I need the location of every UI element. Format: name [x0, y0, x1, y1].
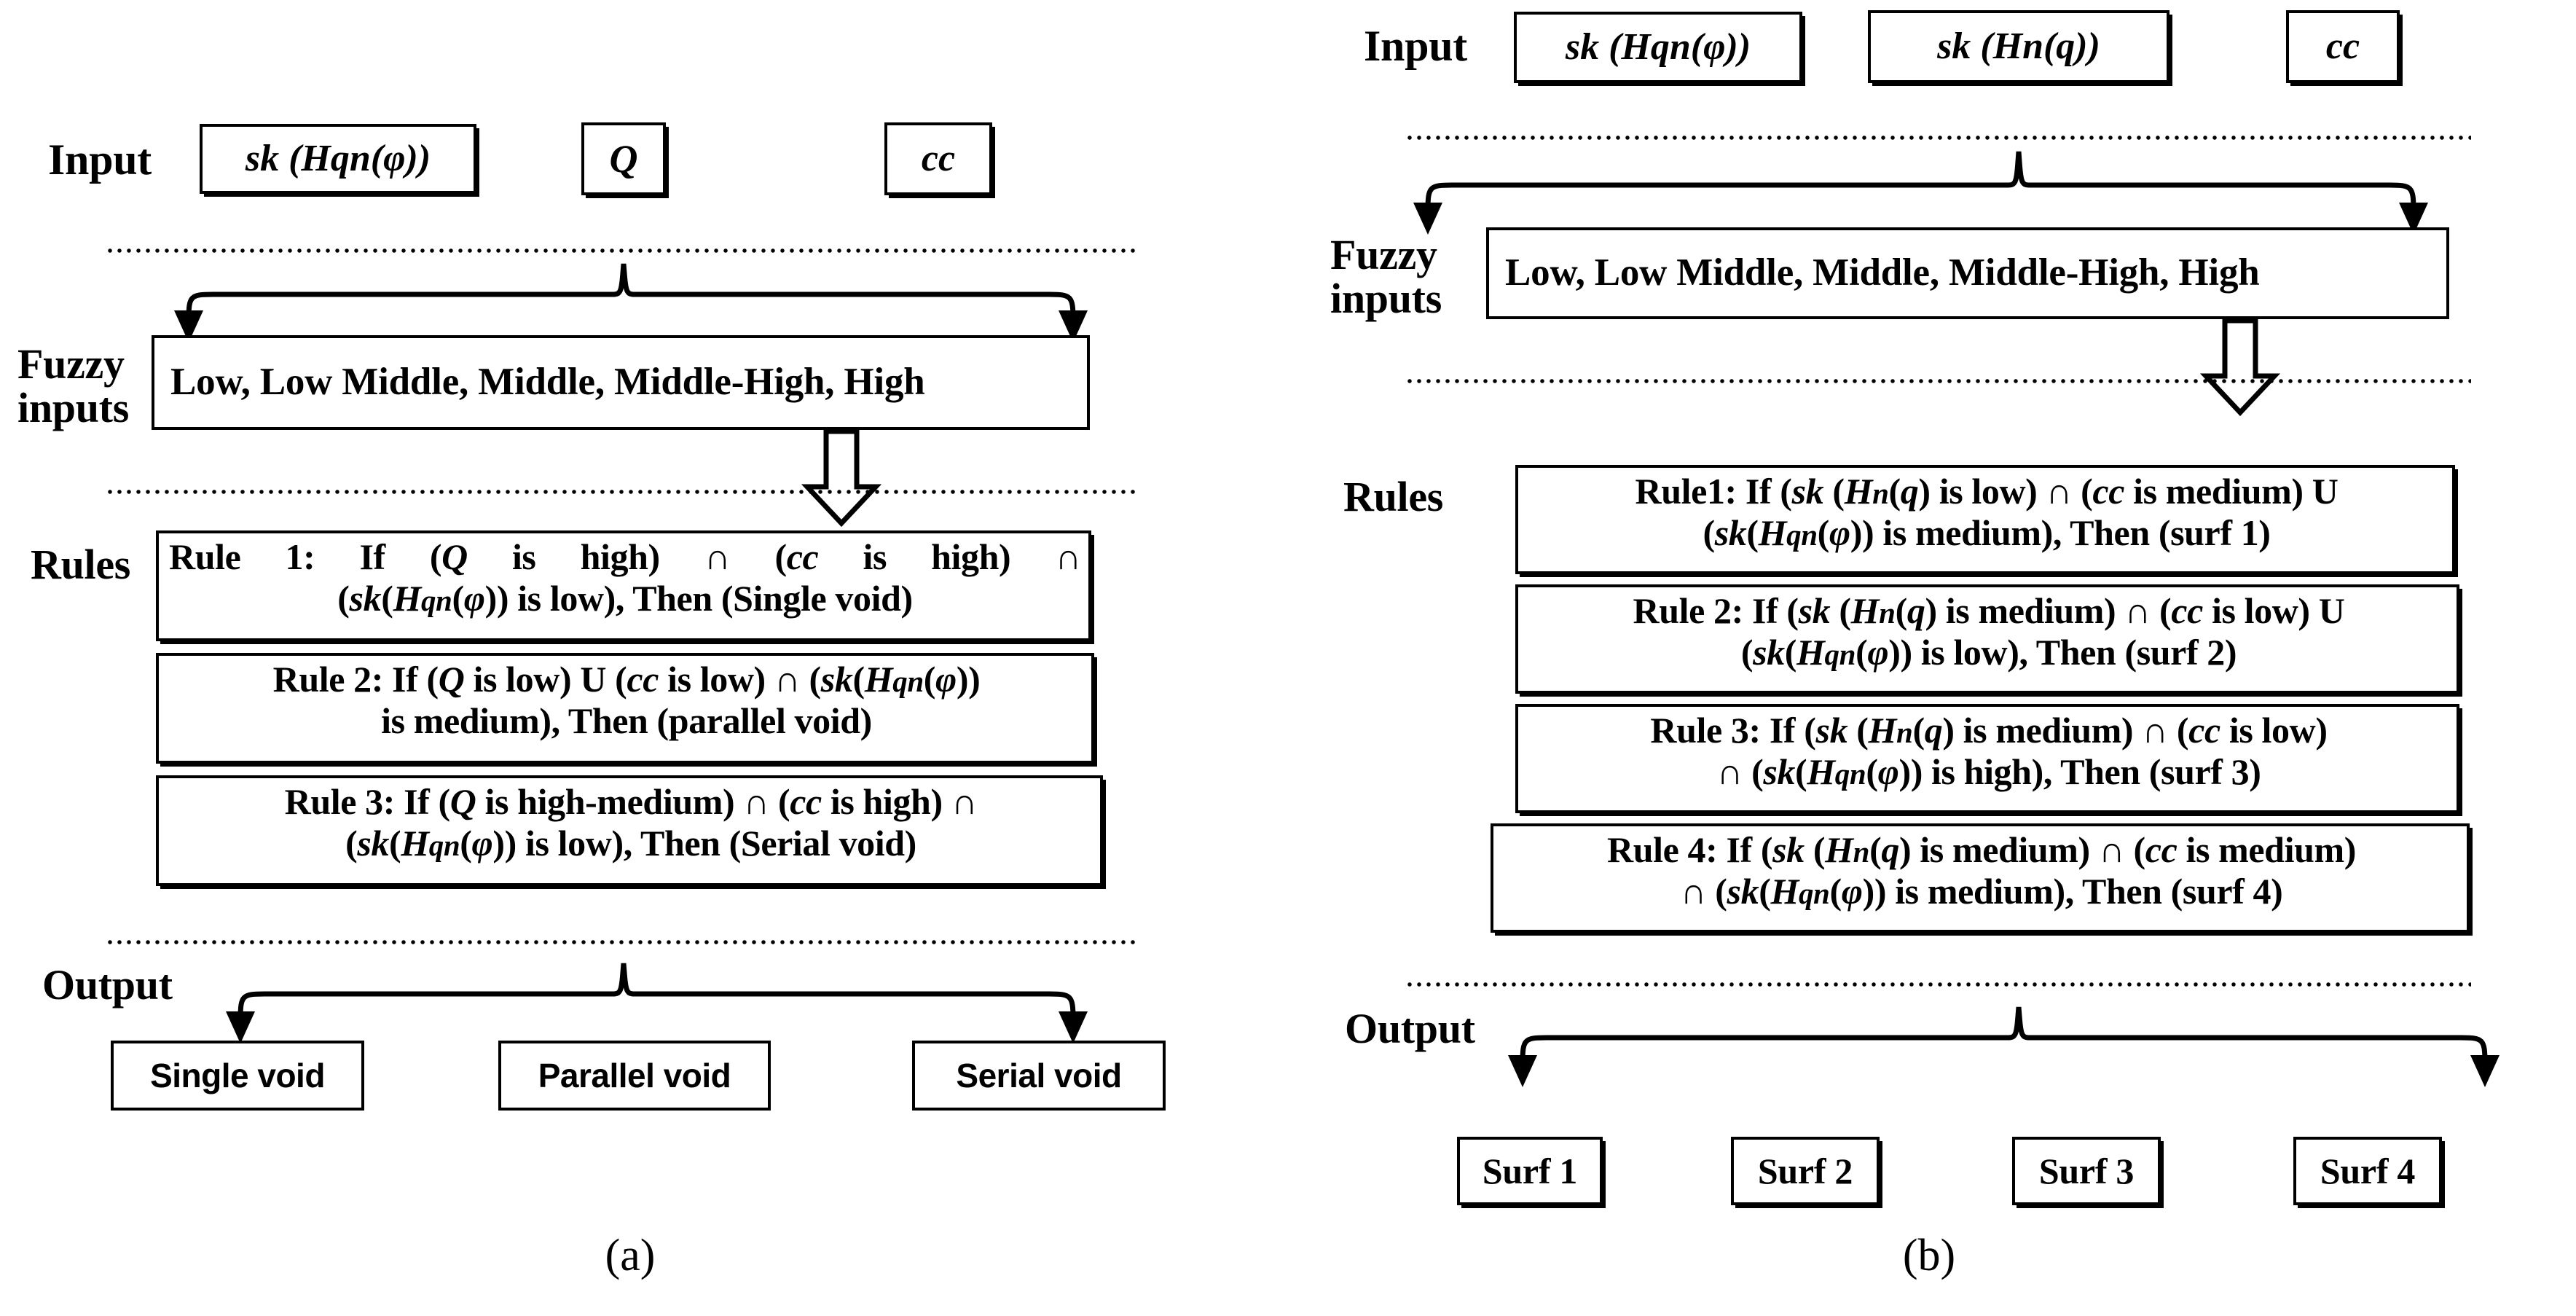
divider-fuzzy-rules-b — [1407, 379, 2471, 384]
input-box-sk-hn-q-b: sk (Hn(q)) — [1868, 10, 2169, 83]
output-box-parallel-void-a: Parallel void — [498, 1041, 771, 1111]
input-box-text: cc — [2325, 25, 2360, 67]
divider-rules-output-a — [108, 940, 1136, 945]
output-box-serial-void-a: Serial void — [912, 1041, 1166, 1111]
input-box-cc-b: cc — [2286, 10, 2400, 83]
rule-box-2-b: Rule 2: If (sk (Hn(q) is medium) ∩ (cc i… — [1515, 584, 2459, 694]
output-box-text: Surf 4 — [2320, 1150, 2416, 1191]
block-arrow-fuzzy-rules-b — [2199, 318, 2281, 417]
rule-line-2: ∩ (sk(Hqn(φ)) is medium), Then (surf 4) — [1680, 870, 2283, 912]
fuzzy-inputs-label-b: Fuzzy inputs — [1330, 231, 1442, 323]
rule-line-1: Rule 3: If (Q is high-medium) ∩ (cc is h… — [284, 781, 978, 822]
divider-fuzzy-rules-a — [108, 490, 1136, 495]
input-label-b: Input — [1364, 22, 1467, 70]
panel-b: Input sk (Hqn(φ)) sk (Hn(q)) cc Fuzzy in… — [1282, 0, 2576, 1316]
panel-caption-a: (a) — [605, 1231, 656, 1280]
input-box-text: sk (Hqn(φ)) — [1565, 26, 1751, 68]
divider-input-fuzzy-a — [108, 248, 1136, 254]
output-box-surf-2-b: Surf 2 — [1731, 1137, 1880, 1205]
input-box-cc-a: cc — [884, 122, 992, 195]
fuzzy-inputs-label-a: Fuzzy inputs — [17, 340, 129, 432]
output-box-text: Parallel void — [538, 1056, 731, 1094]
divider-rules-output-b — [1407, 982, 2471, 987]
output-box-single-void-a: Single void — [111, 1041, 364, 1111]
fuzzy-set-list: Low, Low Middle, Middle, Middle-High, Hi… — [170, 361, 925, 404]
rule-line-1: Rule 3: If (sk (Hn(q) is medium) ∩ (cc i… — [1650, 710, 2328, 751]
rule-line-1: Rule 4: If (sk (Hn(q) is medium) ∩ (cc i… — [1607, 829, 2356, 870]
divider-input-fuzzy-b — [1407, 136, 2471, 141]
rule-box-2-a: Rule 2: If (Q is low) U (cc is low) ∩ (s… — [156, 653, 1094, 764]
rule-box-1-b: Rule1: If (sk (Hn(q) is low) ∩ (cc is me… — [1515, 465, 2455, 574]
brace-connector-input-a — [174, 263, 1088, 342]
output-box-text: Surf 2 — [1757, 1150, 1853, 1191]
output-label-b: Output — [1345, 1005, 1475, 1052]
input-label-a: Input — [48, 136, 152, 184]
rule-line-2: (sk(Hqn(φ)) is low), Then (Serial void) — [345, 822, 916, 863]
input-box-sk-hqn-phi-b: sk (Hqn(φ)) — [1514, 12, 1802, 83]
brace-connector-input-b — [1413, 151, 2428, 235]
rule-line-1: Rule 2: If (sk (Hn(q) is medium) ∩ (cc i… — [1633, 590, 2345, 631]
fuzzy-inputs-box-a: Low, Low Middle, Middle, Middle-High, Hi… — [152, 335, 1090, 430]
output-box-text: Serial void — [956, 1056, 1122, 1094]
brace-connector-output-a — [226, 963, 1088, 1043]
output-box-text: Surf 3 — [2038, 1150, 2135, 1191]
input-box-text: cc — [921, 137, 956, 179]
block-arrow-fuzzy-rules-a — [801, 428, 882, 528]
input-box-text: sk (Hqn(φ)) — [245, 137, 431, 179]
input-box-text: sk (Hn(q)) — [1937, 25, 2100, 67]
output-box-surf-1-b: Surf 1 — [1457, 1137, 1603, 1205]
rule-line-2: (sk(Hqn(φ)) is low), Then (surf 2) — [1740, 631, 2237, 673]
output-box-surf-3-b: Surf 3 — [2012, 1137, 2161, 1205]
rule-box-3-a: Rule 3: If (Q is high-medium) ∩ (cc is h… — [156, 775, 1103, 886]
input-box-q-a: Q — [581, 122, 666, 195]
output-label-a: Output — [42, 961, 173, 1008]
brace-connector-output-b — [1508, 1006, 2500, 1087]
rule-line-2: (sk(Hqn(φ)) is medium), Then (surf 1) — [1703, 512, 2271, 553]
output-box-text: Surf 1 — [1482, 1150, 1578, 1191]
fuzzy-set-list: Low, Low Middle, Middle, Middle-High, Hi… — [1505, 251, 2260, 294]
rules-label-b: Rules — [1343, 473, 1444, 520]
rule-box-3-b: Rule 3: If (sk (Hn(q) is medium) ∩ (cc i… — [1515, 704, 2459, 813]
output-box-text: Single void — [150, 1056, 325, 1094]
input-box-text: Q — [609, 136, 638, 181]
output-box-surf-4-b: Surf 4 — [2293, 1137, 2442, 1205]
fuzzy-inputs-box-b: Low, Low Middle, Middle, Middle-High, Hi… — [1486, 227, 2449, 319]
input-box-sk-hqn-phi-a: sk (Hqn(φ)) — [200, 124, 476, 194]
rule-line-2: (sk(Hqn(φ)) is low), Then (Single void) — [337, 577, 913, 619]
rule-line-1: Rule 2: If (Q is low) U (cc is low) ∩ (s… — [272, 659, 981, 700]
rules-label-a: Rules — [31, 541, 131, 588]
panel-caption-b: (b) — [1902, 1231, 1956, 1280]
rule-box-4-b: Rule 4: If (sk (Hn(q) is medium) ∩ (cc i… — [1491, 823, 2470, 933]
rule-line-2: is medium), Then (parallel void) — [381, 700, 872, 741]
rule-line-2: ∩ (sk(Hqn(φ)) is high), Then (surf 3) — [1716, 751, 2261, 792]
panel-a: Input sk (Hqn(φ)) Q cc Fuzzy inputs Low,… — [0, 0, 1260, 1316]
rule-line-1: Rule1: If (sk (Hn(q) is low) ∩ (cc is me… — [1635, 471, 2339, 512]
